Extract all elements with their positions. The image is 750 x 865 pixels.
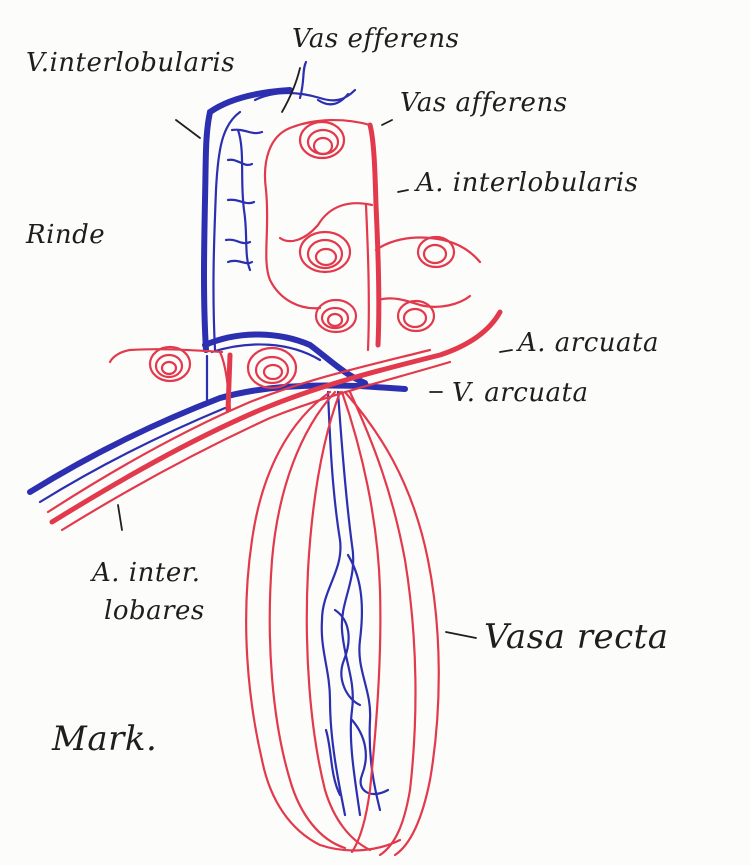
label-v-arcuata: V. arcuata <box>452 380 588 406</box>
label-a-arcuata: A. arcuata <box>518 330 659 356</box>
glomerulus <box>418 237 454 267</box>
a-interlobularis-vessel <box>370 125 379 345</box>
glomerulus <box>398 301 434 331</box>
glomerulus <box>248 348 296 388</box>
glomerulus <box>300 122 344 158</box>
glomerulus <box>300 232 350 272</box>
label-a-interlobares-1: A. inter. <box>92 560 201 586</box>
leader-lines <box>118 68 512 638</box>
a-interlobares-vessel <box>52 312 500 522</box>
label-a-interlobularis: A. interlobularis <box>416 170 638 196</box>
label-vas-efferens: Vas efferens <box>292 26 459 52</box>
medullary-venous-plexus <box>322 392 345 815</box>
label-rinde: Rinde <box>26 222 105 248</box>
label-vasa-recta: Vasa recta <box>484 620 669 654</box>
vein-group <box>30 62 405 815</box>
v-interlobularis-vessel <box>204 90 290 350</box>
label-vas-afferens: Vas afferens <box>400 90 568 116</box>
label-mark: Mark. <box>52 722 157 756</box>
glomerulus <box>316 300 356 332</box>
glomerulus <box>150 347 190 381</box>
label-a-interlobares-2: lobares <box>104 598 205 624</box>
label-v-interlobularis: V.interlobularis <box>26 50 235 76</box>
